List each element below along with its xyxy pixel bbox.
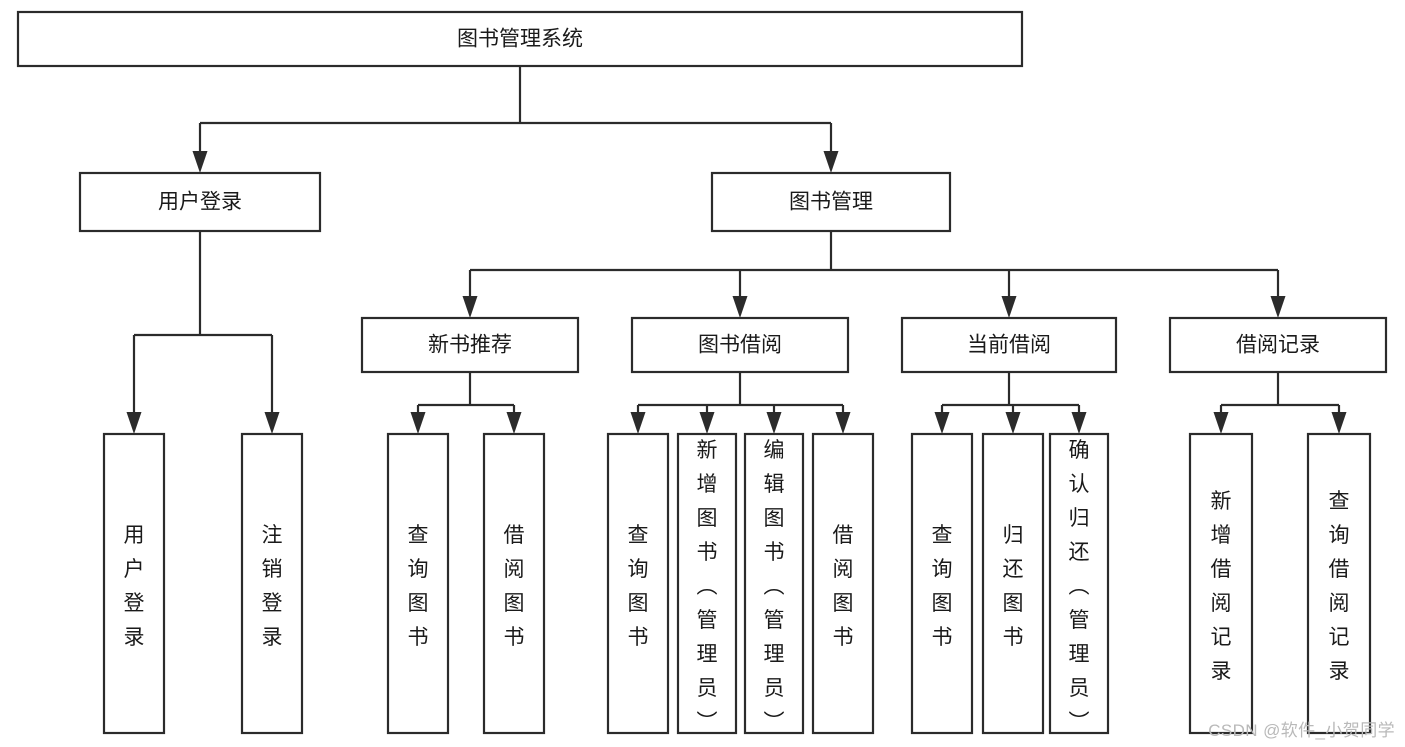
node-borrow-record[interactable]: 借阅记录 <box>1168 316 1388 374</box>
connector-group-borrow_record <box>1213 372 1347 434</box>
node-box-leaf-query-record[interactable] <box>1306 432 1372 735</box>
node-label-user-login: 用户登录 <box>158 191 242 214</box>
node-label-leaf-add-book: 新增图书︵管理员︶ <box>697 439 718 734</box>
node-box-leaf-confirm-return[interactable] <box>1048 432 1110 735</box>
node-label-leaf-query-book-c: 查询图书 <box>932 524 953 649</box>
node-leaf-return-book[interactable]: 归还图书 <box>981 432 1045 735</box>
node-box-leaf-add-book[interactable] <box>676 432 738 735</box>
node-leaf-confirm-return[interactable]: 确认归还︵管理员︶ <box>1048 432 1110 735</box>
node-box-new-book-rec[interactable] <box>360 316 580 374</box>
node-user-login[interactable]: 用户登录 <box>78 171 322 233</box>
node-label-leaf-borrow-book-a: 借阅图书 <box>504 524 525 649</box>
connector-group-user_login <box>126 231 280 434</box>
node-label-root: 图书管理系统 <box>457 28 583 51</box>
node-label-leaf-confirm-return: 确认归还︵管理员︶ <box>1069 439 1090 734</box>
node-box-leaf-add-record[interactable] <box>1188 432 1254 735</box>
node-box-leaf-edit-book[interactable] <box>743 432 805 735</box>
node-label-book-borrow: 图书借阅 <box>698 334 782 357</box>
node-label-new-book-rec: 新书推荐 <box>428 334 512 357</box>
node-leaf-user-logout[interactable]: 注销登录 <box>240 432 304 735</box>
node-label-leaf-query-record: 查询借阅记录 <box>1329 490 1350 683</box>
connector-group-root <box>192 66 839 173</box>
node-leaf-query-book-c[interactable]: 查询图书 <box>910 432 974 735</box>
node-box-leaf-user-login[interactable] <box>102 432 166 735</box>
node-leaf-edit-book[interactable]: 编辑图书︵管理员︶ <box>743 432 805 735</box>
node-current-borrow[interactable]: 当前借阅 <box>900 316 1118 374</box>
node-label-leaf-user-login: 用户登录 <box>124 524 145 649</box>
node-book-manage[interactable]: 图书管理 <box>710 171 952 233</box>
node-leaf-borrow-book-a[interactable]: 借阅图书 <box>482 432 546 735</box>
node-leaf-add-record[interactable]: 新增借阅记录 <box>1188 432 1254 735</box>
node-label-leaf-edit-book: 编辑图书︵管理员︶ <box>764 439 785 734</box>
node-box-leaf-borrow-book-a[interactable] <box>482 432 546 735</box>
node-box-root[interactable] <box>16 10 1024 68</box>
node-root[interactable]: 图书管理系统 <box>16 10 1024 68</box>
node-leaf-add-book[interactable]: 新增图书︵管理员︶ <box>676 432 738 735</box>
node-box-leaf-query-book-b[interactable] <box>606 432 670 735</box>
node-label-book-manage: 图书管理 <box>789 191 873 214</box>
node-new-book-rec[interactable]: 新书推荐 <box>360 316 580 374</box>
node-leaf-query-book-a[interactable]: 查询图书 <box>386 432 450 735</box>
node-label-leaf-user-logout: 注销登录 <box>262 524 283 649</box>
connector-group-book_manage <box>462 231 1286 318</box>
node-leaf-query-record[interactable]: 查询借阅记录 <box>1306 432 1372 735</box>
connector-group-new_book_rec <box>410 372 522 434</box>
node-label-leaf-add-record: 新增借阅记录 <box>1211 490 1232 683</box>
node-box-current-borrow[interactable] <box>900 316 1118 374</box>
node-box-book-borrow[interactable] <box>630 316 850 374</box>
connector-group-book_borrow <box>630 372 851 434</box>
node-label-leaf-query-book-a: 查询图书 <box>408 524 429 649</box>
node-label-leaf-return-book: 归还图书 <box>1003 524 1024 649</box>
node-leaf-borrow-book-b[interactable]: 借阅图书 <box>811 432 875 735</box>
node-box-leaf-return-book[interactable] <box>981 432 1045 735</box>
node-box-leaf-user-logout[interactable] <box>240 432 304 735</box>
connector-group-current_borrow <box>934 372 1087 434</box>
node-box-book-manage[interactable] <box>710 171 952 233</box>
node-box-user-login[interactable] <box>78 171 322 233</box>
node-box-borrow-record[interactable] <box>1168 316 1388 374</box>
node-label-borrow-record: 借阅记录 <box>1236 334 1320 357</box>
node-box-leaf-query-book-a[interactable] <box>386 432 450 735</box>
node-layer: 图书管理系统用户登录图书管理新书推荐图书借阅当前借阅借阅记录用户登录注销登录查询… <box>16 10 1388 735</box>
node-label-leaf-borrow-book-b: 借阅图书 <box>833 524 854 649</box>
node-box-leaf-query-book-c[interactable] <box>910 432 974 735</box>
node-leaf-user-login[interactable]: 用户登录 <box>102 432 166 735</box>
node-leaf-query-book-b[interactable]: 查询图书 <box>606 432 670 735</box>
node-label-current-borrow: 当前借阅 <box>967 334 1051 357</box>
node-book-borrow[interactable]: 图书借阅 <box>630 316 850 374</box>
connector-layer <box>126 66 1347 434</box>
node-label-leaf-query-book-b: 查询图书 <box>628 524 649 649</box>
node-box-leaf-borrow-book-b[interactable] <box>811 432 875 735</box>
